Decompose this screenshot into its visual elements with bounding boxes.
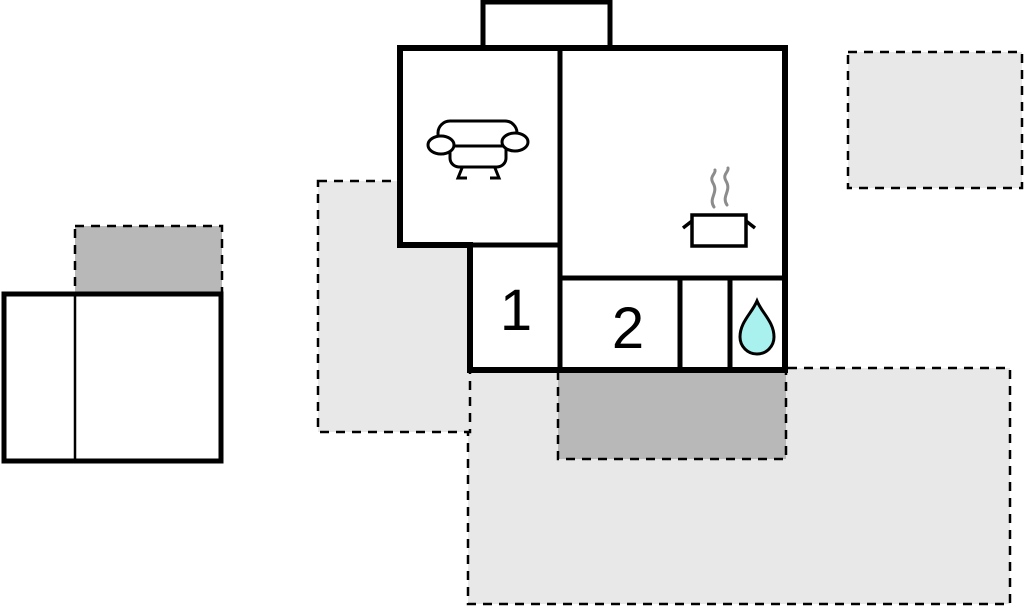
pot-handle-left (681, 219, 694, 230)
pot-body (690, 213, 748, 248)
annex-building (1, 291, 224, 464)
terrace-areas (73, 50, 1024, 606)
sofa-armrest-left (426, 134, 456, 156)
room-1-label: 1 (500, 278, 532, 343)
sofa-armrest-right (500, 131, 530, 153)
sofa-leg-right (490, 167, 502, 180)
water-drop-icon (738, 297, 776, 356)
sofa-seat (448, 144, 508, 169)
steam-wave-left (710, 168, 717, 209)
sofa-icon (426, 119, 530, 180)
steam-wave-right (723, 166, 730, 207)
interior-walls (400, 48, 785, 370)
entrance-porch (480, 0, 613, 51)
annex-dark-patio (73, 224, 224, 295)
room-2-label: 2 (612, 296, 644, 361)
annex-outline (1, 291, 224, 464)
pot-handle-right (744, 219, 757, 230)
terrace-top-right (846, 50, 1024, 190)
sofa-leg-left (455, 167, 467, 180)
stove-pot-icon (681, 166, 757, 248)
terrace-dark-patio (556, 368, 788, 461)
